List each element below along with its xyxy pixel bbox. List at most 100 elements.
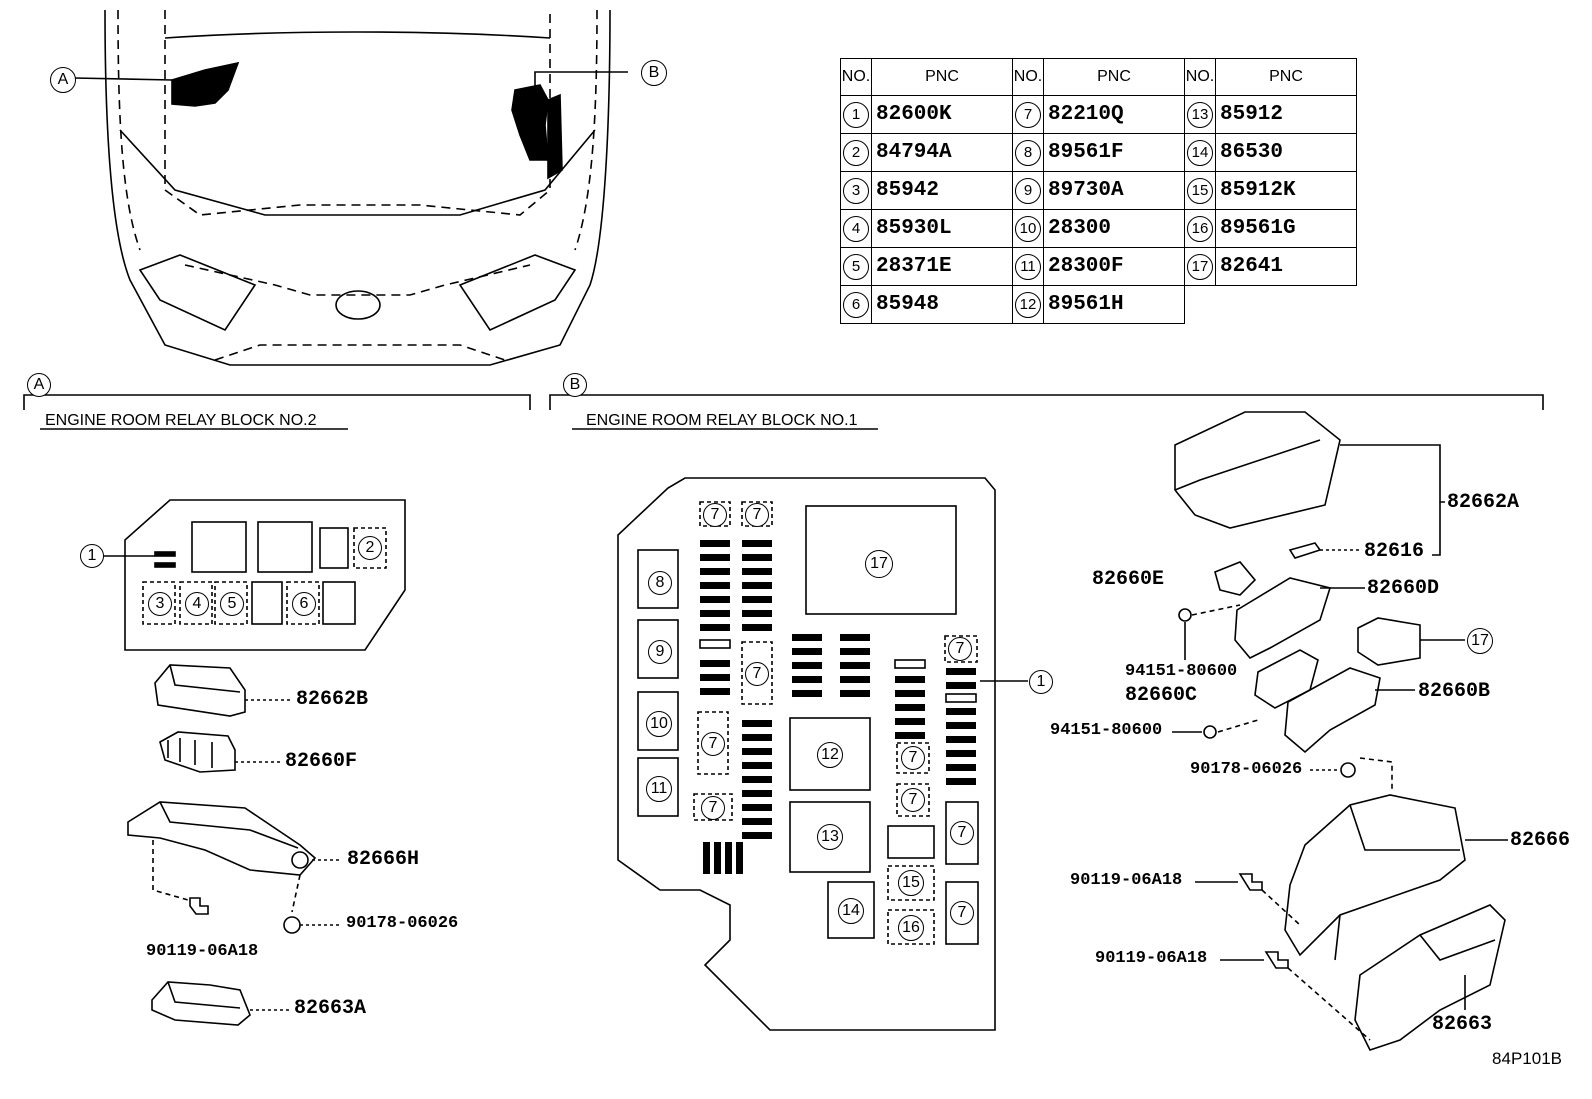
pnc-number: 5 [843, 253, 869, 280]
pnc-no-cell: 5 [840, 247, 872, 286]
section-b-title: ENGINE ROOM RELAY BLOCK NO.1 [586, 412, 858, 429]
block1-number-7b: 7 [745, 503, 769, 527]
block1-number-7a: 7 [703, 503, 727, 527]
pnc-no-cell: 11 [1012, 247, 1044, 286]
part-90119-06A18-bolt-b2 [1220, 951, 1371, 1041]
pnc-no-cell: 12 [1012, 285, 1044, 324]
part-82660F-terminal [159, 731, 280, 773]
part-82660B-terminal [1284, 667, 1415, 754]
section-a-frame [23, 394, 531, 410]
label-82660D: 82660D [1367, 577, 1440, 600]
pnc-no-cell: 17 [1184, 247, 1216, 286]
label-94151-80600-1: 94151-80600 [1125, 662, 1238, 681]
pnc-no-cell: 2 [840, 133, 872, 172]
block1-number-16: 16 [898, 915, 924, 941]
pnc-code: 28371E [871, 247, 1013, 286]
pnc-code: 89561G [1215, 209, 1357, 248]
section-b-frame [549, 394, 1544, 410]
label-17-relay: 17 [1467, 628, 1493, 654]
pnc-empty-cell [1185, 286, 1357, 324]
pnc-no-cell: 3 [840, 171, 872, 210]
diagram-code: 84P101B [1492, 1049, 1562, 1068]
pnc-number: 2 [843, 139, 869, 166]
label-82660F: 82660F [285, 750, 358, 773]
block1-number-13: 13 [817, 824, 843, 850]
part-82663-lower-cover [1354, 904, 1506, 1051]
part-82660C-terminal [1254, 649, 1319, 709]
pnc-no-cell: 8 [1012, 133, 1044, 172]
pnc-code: 89561F [1043, 133, 1185, 172]
pnc-no-cell: 15 [1184, 171, 1216, 210]
label-82660C: 82660C [1125, 684, 1198, 707]
block2-number-1: 1 [80, 544, 104, 568]
block1-number-12: 12 [817, 742, 843, 768]
pnc-no-cell: 4 [840, 209, 872, 248]
location-a-marker [171, 61, 240, 107]
block1-number-14: 14 [838, 898, 864, 924]
pnc-code: 82641 [1215, 247, 1357, 286]
block2-number-3: 3 [148, 592, 172, 616]
callout-a: A [50, 67, 76, 93]
pnc-no-cell: 10 [1012, 209, 1044, 248]
pnc-code: 85912K [1215, 171, 1357, 210]
part-90178-06026-nut-b [1310, 757, 1393, 790]
pnc-code: 85912 [1215, 95, 1357, 134]
location-b-marker [511, 84, 549, 161]
block2-number-6: 6 [292, 592, 316, 616]
part-82666H-bracket [127, 801, 342, 913]
label-82663A: 82663A [294, 997, 367, 1020]
pnc-no-cell: 7 [1012, 95, 1044, 134]
label-90119-06A18-a: 90119-06A18 [146, 942, 259, 961]
pnc-code: 28300 [1043, 209, 1185, 248]
part-82662A-cover [1174, 411, 1445, 556]
label-82663: 82663 [1432, 1013, 1493, 1036]
block1-number-1: 1 [1029, 670, 1053, 694]
pnc-number: 4 [843, 215, 869, 242]
part-82663A-lower-bracket [151, 981, 290, 1026]
label-90119-06A18-b1: 90119-06A18 [1070, 871, 1183, 890]
part-82660E-terminal [1214, 561, 1257, 596]
label-82662B: 82662B [296, 688, 369, 711]
pnc-number: 1 [843, 101, 869, 128]
pnc-number: 6 [843, 291, 869, 318]
label-82662A: 82662A [1447, 491, 1520, 514]
label-90178-06026-a: 90178-06026 [346, 914, 459, 933]
pnc-no-cell: 14 [1184, 133, 1216, 172]
block1-number-7e: 7 [701, 732, 725, 756]
pnc-number: 17 [1187, 253, 1213, 280]
pnc-number: 12 [1015, 291, 1041, 318]
pnc-header-pnc: PNC [1043, 58, 1185, 96]
section-a-letter: A [27, 373, 51, 397]
pnc-no-cell: 13 [1184, 95, 1216, 134]
pnc-no-cell: 1 [840, 95, 872, 134]
part-17-relay [1357, 617, 1465, 666]
fuse-array [700, 540, 976, 874]
pnc-code: 85930L [871, 209, 1013, 248]
label-90178-06026-b: 90178-06026 [1190, 760, 1303, 779]
pnc-code: 85942 [871, 171, 1013, 210]
block1-number-17: 17 [865, 550, 893, 578]
section-b-letter: B [563, 373, 587, 397]
block1-number-11: 11 [646, 776, 672, 802]
block2-number-2: 2 [358, 536, 382, 560]
label-82666H: 82666H [347, 848, 420, 871]
pnc-number: 9 [1015, 177, 1041, 204]
pnc-no-cell: 6 [840, 285, 872, 324]
pnc-number: 11 [1015, 253, 1041, 280]
block2-number-4: 4 [185, 592, 209, 616]
block1-number-7h: 7 [901, 788, 925, 812]
car-front-outline [104, 9, 611, 366]
pnc-number: 14 [1187, 139, 1213, 166]
block2-number-5: 5 [220, 592, 244, 616]
pnc-code: 85948 [871, 285, 1013, 324]
part-82666-box [1284, 794, 1508, 961]
relay-block-2-layout [103, 499, 406, 651]
part-94151-80600-nut-2 [1172, 719, 1259, 739]
part-82616-fuse [1288, 542, 1362, 559]
pnc-number: 10 [1015, 215, 1041, 242]
